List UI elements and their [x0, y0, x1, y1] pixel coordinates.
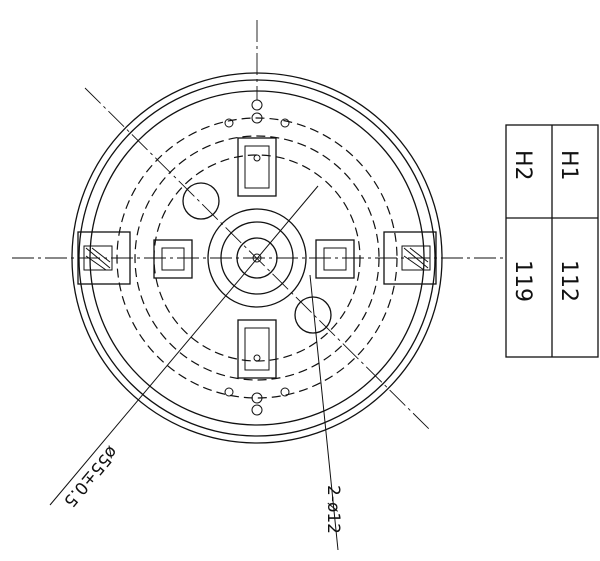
- table-value-h2: 119: [510, 260, 535, 302]
- holes-label: 2-ø12: [323, 485, 343, 534]
- outer-rings: [71, 72, 443, 444]
- dimension-leaders: [49, 185, 339, 551]
- diameter-label: ø55±0.5: [59, 442, 121, 511]
- square-pads: [153, 137, 355, 379]
- dimension-table: H1 H2 112 119: [505, 124, 599, 358]
- holes-2-d12: [182, 182, 332, 334]
- side-clips: [77, 231, 437, 285]
- table-label-h2: H2: [510, 150, 535, 181]
- hub: [207, 208, 307, 308]
- table-label-h1: H1: [556, 150, 581, 181]
- small-holes: [224, 99, 290, 416]
- table-value-h1: 112: [556, 260, 581, 302]
- center-lines: [12, 20, 505, 431]
